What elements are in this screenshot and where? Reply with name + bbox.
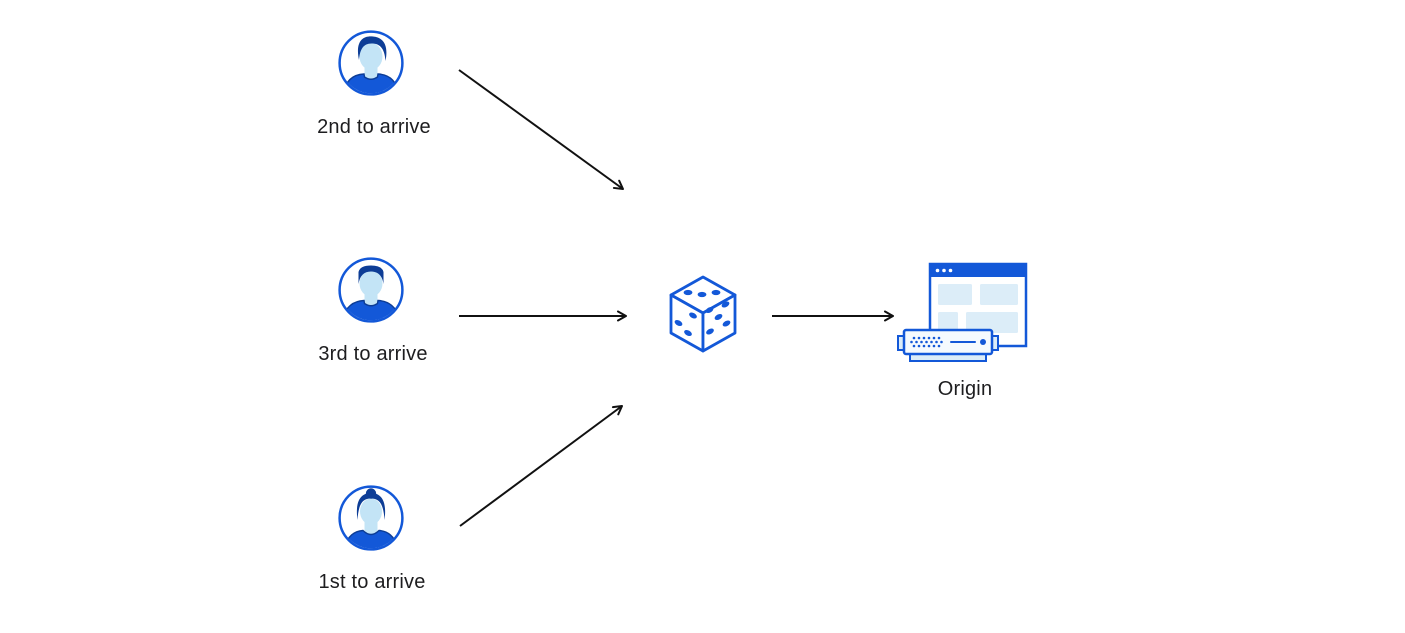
dice-icon — [669, 275, 737, 353]
node-label: 2nd to arrive — [317, 116, 431, 138]
node-client-third: 3rd to arrive — [318, 257, 427, 365]
node-label: 3rd to arrive — [318, 343, 428, 365]
user-male-flattop-avatar-icon — [338, 257, 404, 323]
node-origin: Origin — [896, 260, 1030, 400]
arrow-client1-to-dice — [459, 405, 623, 527]
arrow-client2-to-dice — [458, 69, 624, 190]
user-female-bun-avatar-icon — [338, 485, 404, 551]
node-randomizer — [668, 274, 738, 354]
server-icon — [897, 328, 999, 362]
node-client-first: 1st to arrive — [318, 485, 425, 593]
node-label: Origin — [937, 378, 993, 400]
node-client-second: 2nd to arrive — [317, 30, 431, 138]
origin-server-icon — [897, 262, 1028, 362]
node-label: 1st to arrive — [318, 571, 426, 593]
user-male-pompadour-avatar-icon — [338, 30, 404, 96]
